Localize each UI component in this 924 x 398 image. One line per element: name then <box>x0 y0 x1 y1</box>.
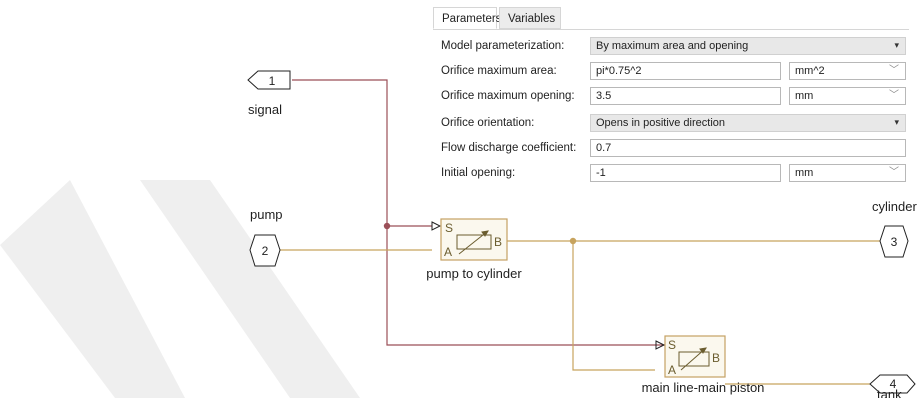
chevron-down-icon: ﹀ <box>889 167 899 178</box>
orifice-block-pump-to-cylinder[interactable]: S A B <box>440 218 508 261</box>
unit-value: mm <box>795 167 814 179</box>
param-label: Orifice maximum opening: <box>441 90 575 102</box>
port-number: 4 <box>890 377 897 391</box>
orifice-block-main-line-main-piston[interactable]: S A B <box>664 335 726 378</box>
initial-opening-unit-select[interactable]: mm ﹀ <box>789 164 906 182</box>
inport-signal[interactable]: 1 <box>247 70 291 90</box>
hydraulic-lines <box>280 240 885 385</box>
port-number: 1 <box>269 74 276 88</box>
port-label-tank: tank <box>877 387 902 398</box>
block-port-a: A <box>444 245 452 259</box>
block-label: pump to cylinder <box>426 266 522 281</box>
block-port-a: A <box>668 363 676 377</box>
model-parameterization-dropdown[interactable]: By maximum area and opening ▾ <box>590 37 906 55</box>
block-port-b: B <box>494 235 502 249</box>
port-number: 2 <box>262 244 269 258</box>
param-row-orifice-max-area: Orifice maximum area: pi*0.75^2 mm^2 ﹀ <box>433 62 909 82</box>
tab-parameters[interactable]: Parameters <box>433 7 501 29</box>
chevron-down-icon: ﹀ <box>889 65 899 76</box>
orifice-max-area-input[interactable]: pi*0.75^2 <box>590 62 781 80</box>
tab-variables[interactable]: Variables <box>499 7 561 29</box>
param-row-orifice-orientation: Orifice orientation: Opens in positive d… <box>433 114 909 134</box>
port-label-signal: signal <box>248 102 282 117</box>
watermark <box>0 180 360 398</box>
param-row-initial-opening: Initial opening: -1 mm ﹀ <box>433 164 909 184</box>
connection-port-cylinder[interactable]: 3 <box>879 225 909 258</box>
signal-lines <box>292 79 665 346</box>
unit-value: mm^2 <box>795 65 825 77</box>
block-port-s: S <box>445 221 453 235</box>
dropdown-value: Opens in positive direction <box>596 117 726 129</box>
block-parameters-panel: Parameters Variables Model parameterizat… <box>433 7 909 183</box>
variable-orifice-icon <box>456 230 492 255</box>
orifice-max-opening-unit-select[interactable]: mm ﹀ <box>789 87 906 105</box>
param-row-model-parameterization: Model parameterization: By maximum area … <box>433 37 909 57</box>
param-row-orifice-max-opening: Orifice maximum opening: 3.5 mm ﹀ <box>433 87 909 107</box>
param-label: Orifice orientation: <box>441 117 535 129</box>
connection-port-pump[interactable]: 2 <box>249 234 281 267</box>
orifice-max-opening-input[interactable]: 3.5 <box>590 87 781 105</box>
orifice-max-area-unit-select[interactable]: mm^2 ﹀ <box>789 62 906 80</box>
unit-value: mm <box>795 90 814 102</box>
hydraulic-junction <box>569 237 577 245</box>
param-label: Initial opening: <box>441 167 516 179</box>
param-label: Flow discharge coefficient: <box>441 142 577 154</box>
port-label-pump: pump <box>250 207 283 222</box>
param-label: Model parameterization: <box>441 40 565 52</box>
param-row-flow-discharge-coefficient: Flow discharge coefficient: 0.7 <box>433 139 909 159</box>
block-label: main line-main piston <box>642 380 765 395</box>
param-label: Orifice maximum area: <box>441 65 557 77</box>
block-port-s: S <box>668 338 676 352</box>
port-label-cylinder: cylinder <box>872 199 917 214</box>
dropdown-arrow-icon: ▾ <box>894 117 899 127</box>
signal-input-arrow-2 <box>655 340 666 350</box>
variable-orifice-icon <box>678 347 710 371</box>
signal-junction <box>383 222 391 230</box>
signal-input-arrow-1 <box>431 221 442 231</box>
port-number: 3 <box>891 235 898 249</box>
orifice-orientation-dropdown[interactable]: Opens in positive direction ▾ <box>590 114 906 132</box>
dropdown-value: By maximum area and opening <box>596 40 749 52</box>
tab-bar: Parameters Variables <box>433 7 909 30</box>
block-port-b: B <box>712 351 720 365</box>
dropdown-arrow-icon: ▾ <box>894 40 899 50</box>
chevron-down-icon: ﹀ <box>889 90 899 101</box>
outport-tank[interactable]: 4 <box>869 374 916 394</box>
flow-discharge-coefficient-input[interactable]: 0.7 <box>590 139 906 157</box>
initial-opening-input[interactable]: -1 <box>590 164 781 182</box>
